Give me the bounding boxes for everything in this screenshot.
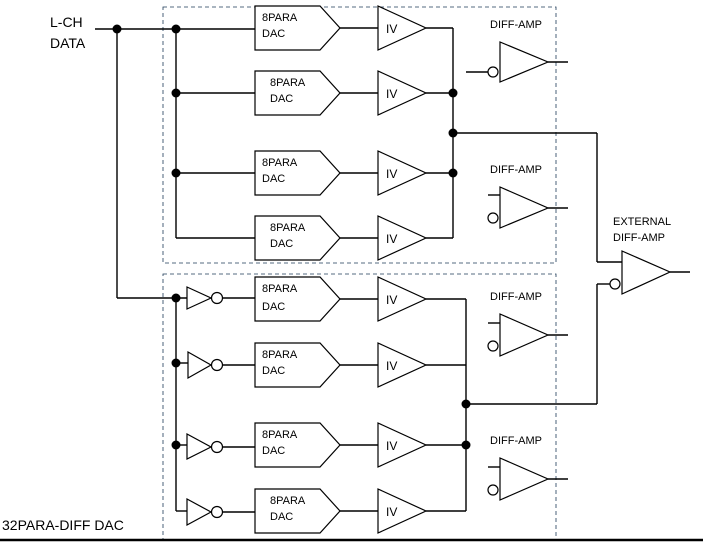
dac-block-4: 8PARA DAC — [254, 215, 341, 261]
iv-converter-5: IV — [377, 276, 428, 322]
svg-text:DAC: DAC — [262, 28, 285, 40]
diff-amp-2: DIFF-AMP — [487, 164, 568, 229]
diff-amp-4: DIFF-AMP — [487, 435, 568, 501]
dac-block-1: 8PARA DAC — [254, 5, 341, 51]
inverter-3 — [186, 432, 255, 460]
inverter-2 — [187, 350, 255, 380]
iv-converter-6: IV — [377, 342, 428, 388]
svg-text:DAC: DAC — [262, 365, 285, 377]
svg-text:DAC: DAC — [270, 511, 293, 523]
dac-block-2: 8PARA DAC — [254, 70, 341, 116]
svg-text:8PARA: 8PARA — [262, 429, 298, 441]
dac-blocks: 8PARA DAC 8PARA DAC 8PARA DAC 8PARA DAC … — [254, 5, 341, 534]
svg-text:DIFF-AMP: DIFF-AMP — [490, 291, 542, 303]
svg-text:IV: IV — [386, 505, 397, 519]
dac-block-3: 8PARA DAC — [254, 150, 341, 196]
iv-converter-4: IV — [377, 215, 428, 261]
external-diff-amp: EXTERNAL DIFF-AMP — [609, 216, 690, 295]
iv-converter-2: IV — [377, 70, 428, 116]
iv-converter-3: IV — [377, 150, 428, 196]
input-label-line2: DATA — [50, 35, 86, 51]
svg-text:8PARA: 8PARA — [270, 495, 306, 507]
svg-text:IV: IV — [386, 439, 397, 453]
svg-text:DIFF-AMP: DIFF-AMP — [490, 164, 542, 176]
svg-text:8PARA: 8PARA — [262, 157, 298, 169]
svg-text:IV: IV — [386, 167, 397, 181]
junction-dots — [112, 24, 471, 450]
svg-text:DIFF-AMP: DIFF-AMP — [490, 19, 542, 31]
svg-text:DAC: DAC — [270, 238, 293, 250]
inverter-1 — [186, 286, 255, 310]
svg-text:IV: IV — [386, 22, 397, 36]
footer-label: 32PARA-DIFF DAC — [2, 517, 124, 533]
svg-text:DAC: DAC — [270, 93, 293, 105]
dac-block-8: 8PARA DAC — [254, 488, 341, 534]
svg-text:EXTERNAL: EXTERNAL — [613, 216, 671, 228]
svg-text:DAC: DAC — [262, 173, 285, 185]
dac-to-iv-wires — [340, 27, 378, 512]
svg-text:DAC: DAC — [262, 445, 285, 457]
diff-amps: DIFF-AMP DIFF-AMP DIFF-AMP DIFF-AMP — [466, 19, 568, 501]
input-bus-wiring — [95, 28, 255, 512]
svg-text:IV: IV — [386, 359, 397, 373]
iv-converter-8: IV — [377, 488, 428, 534]
svg-text:IV: IV — [386, 232, 397, 246]
dac-block-5: 8PARA DAC — [254, 276, 341, 322]
svg-text:8PARA: 8PARA — [262, 349, 298, 361]
svg-text:DIFF-AMP: DIFF-AMP — [490, 435, 542, 447]
svg-text:DIFF-AMP: DIFF-AMP — [613, 232, 665, 244]
svg-text:8PARA: 8PARA — [262, 12, 298, 24]
iv-converter-7: IV — [377, 422, 428, 468]
iv-converters: IV IV IV IV IV IV IV IV — [377, 5, 428, 534]
input-label-line1: L-CH — [50, 14, 83, 30]
svg-text:IV: IV — [386, 293, 397, 307]
inverter-4 — [186, 497, 255, 527]
dac-block-7: 8PARA DAC — [254, 422, 341, 468]
svg-text:IV: IV — [386, 87, 397, 101]
inverters — [186, 286, 255, 527]
svg-text:DAC: DAC — [262, 301, 285, 313]
iv-converter-1: IV — [377, 5, 428, 51]
upper-dac-group-border — [162, 6, 557, 264]
dac-block-6: 8PARA DAC — [254, 342, 341, 388]
diff-amp-1: DIFF-AMP — [466, 19, 568, 83]
svg-text:8PARA: 8PARA — [270, 77, 306, 89]
diff-amp-3: DIFF-AMP — [487, 291, 568, 357]
lower-dac-group-border — [162, 273, 557, 541]
svg-text:8PARA: 8PARA — [262, 283, 298, 295]
svg-text:8PARA: 8PARA — [270, 222, 306, 234]
